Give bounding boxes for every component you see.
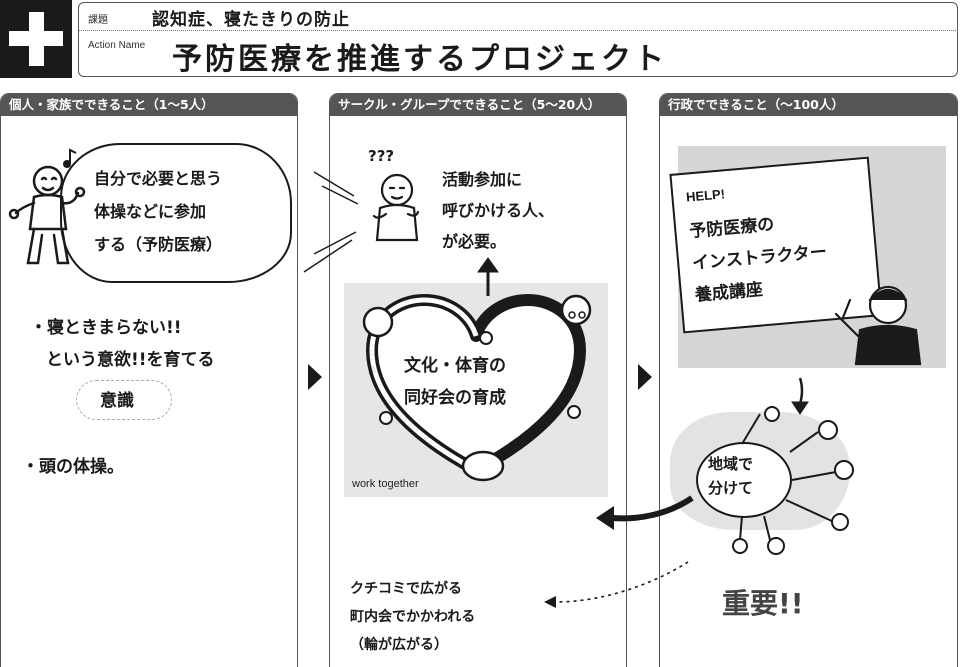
panel-group: サークル・グループでできること（5〜20人） [329,93,627,667]
connector-lines [303,171,359,273]
awareness-cloud [76,380,172,420]
word-of-mouth-text: クチコミで広がる 町内会でかかわれる （輪が広がる） [350,575,475,659]
kadai-label: 課題 [88,15,108,26]
region-circle [696,442,792,518]
word-of-mouth-line-2: 町内会でかかわれる [350,609,476,625]
group-call-line-3: が必要。 [442,232,507,251]
header-box [78,2,958,77]
sign-text: 予防医療の インストラクター 養成講座 [688,204,831,311]
group-call-line-2: 呼びかける人、 [442,201,555,220]
awareness-text: 意識 [100,391,134,411]
down-arrow-icon [791,377,809,415]
person-holding-sign-icon [834,285,922,366]
person-stretching-icon [8,165,86,265]
region-network [732,406,854,555]
region-text: 地域で 分けて [708,452,753,500]
flow-arrow-2-icon [638,364,652,390]
heart-line-1: 文化・体育の [404,356,506,376]
thought-bubble-text: 自分で必要と思う 体操などに参加 する（予防医療） [94,162,222,261]
heart-illustration [362,294,592,482]
thought-line-3: する（予防医療） [94,235,223,254]
word-of-mouth-line-1: クチコミで広がる [350,581,462,597]
individual-note-2: という意欲!!を育てる [46,350,215,370]
action-name-text: 予防医療を推進するプロジェクト [172,42,667,77]
group-call-text: 活動参加に 呼びかける人、 が必要。 [442,164,554,257]
panel-individual: 個人・家族でできること（1〜5人） [0,93,298,667]
up-arrow-icon [477,257,499,296]
left-curved-arrow-icon [596,495,694,530]
panel-government-title: 行政でできること（〜100人） [660,94,957,116]
word-of-mouth-line-3: （輪が広がる） [350,637,448,653]
thinking-person-icon [372,173,420,242]
thought-line-1: 自分で必要と思う [94,169,223,188]
panel-group-title: サークル・グループでできること（5〜20人） [330,94,626,116]
region-line-2: 分けて [708,479,754,497]
music-note-icon [63,148,77,168]
thought-line-2: 体操などに参加 [94,202,207,221]
kadai-text: 認知症、寝たきりの防止 [152,10,350,30]
flow-arrow-1-icon [308,364,322,390]
individual-note-3: ・頭の体操。 [22,457,124,477]
group-call-line-1: 活動参加に [442,170,523,189]
cross-logo-icon [0,0,72,78]
panel-individual-title: 個人・家族でできること（1〜5人） [1,94,297,116]
important-text: 重要!! [722,587,804,620]
heart-text: 文化・体育の 同好会の育成 [404,350,506,414]
work-together-caption: work together [352,478,419,490]
thought-bubble [60,143,292,283]
action-name-label: Action Name [88,40,146,51]
question-marks: ??? [368,147,395,165]
region-line-1: 地域で [708,455,754,473]
panel-government: 行政でできること（〜100人） [659,93,958,667]
dotted-arrow-icon [544,561,689,608]
individual-note-1: ・寝ときまらない!! [30,318,182,338]
heart-line-2: 同好会の育成 [404,388,506,408]
header-divider [78,30,958,31]
